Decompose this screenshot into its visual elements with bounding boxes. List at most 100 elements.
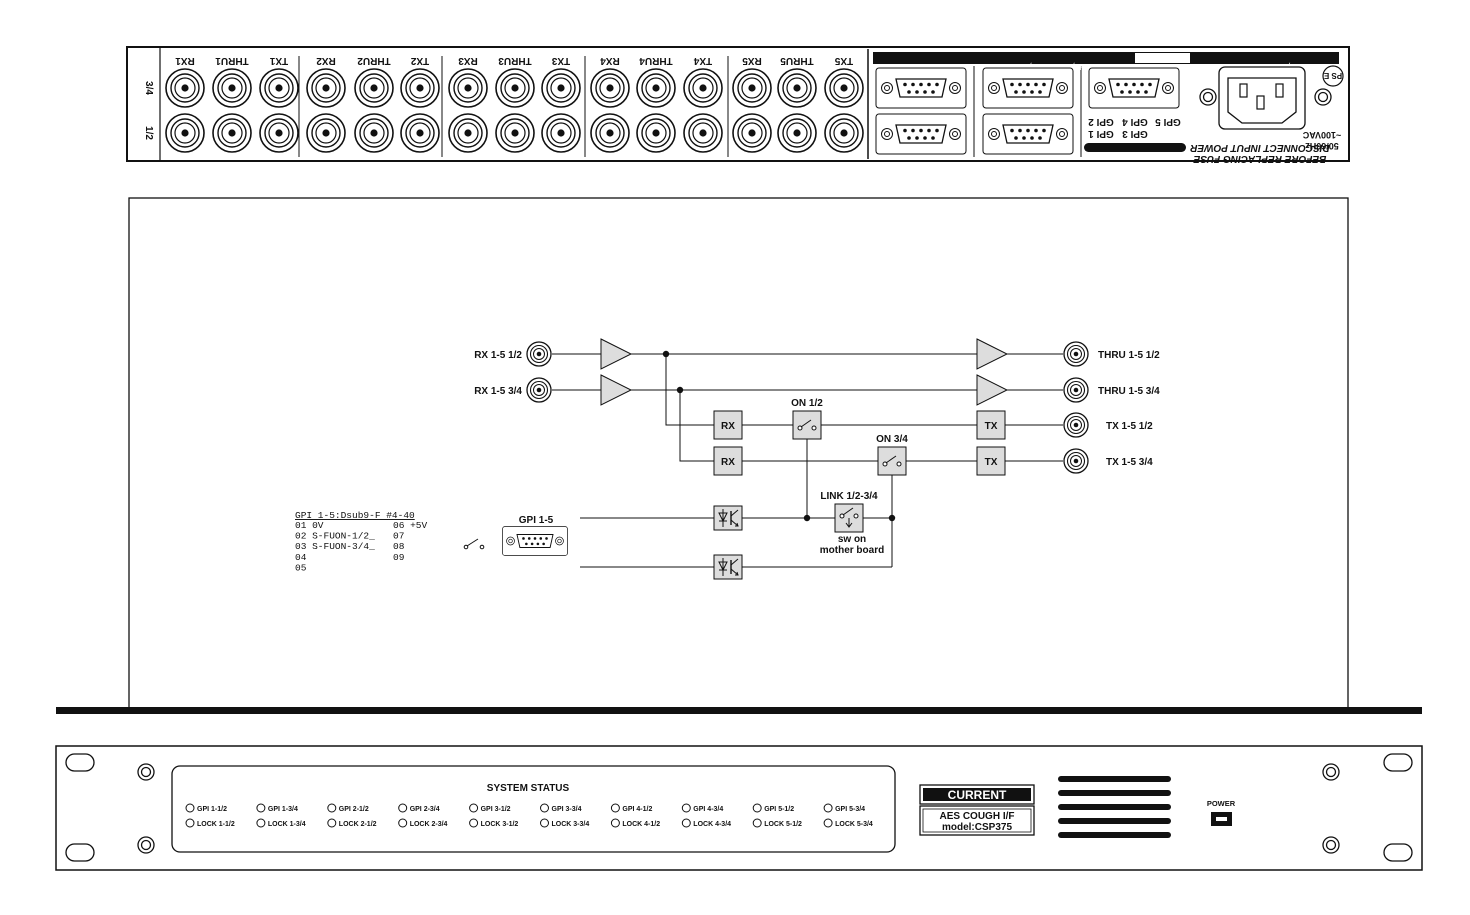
status-led-gpi-3-1-2: [469, 803, 479, 813]
status-led-gpi-5-3-4: [823, 803, 833, 813]
tx-box-label: TX: [985, 457, 998, 468]
bnc-connector-tx2-row2[interactable]: [400, 113, 440, 153]
status-led-label: GPI 2-3/4: [410, 806, 440, 813]
output-label-tx-1-2: TX 1-5 1/2: [1106, 421, 1153, 432]
status-led-lock-5-3-4: [823, 818, 833, 828]
pinout-row-right: 09: [393, 552, 405, 563]
pinout-title: GPI 1-5:Dsub9-F #4-40: [295, 510, 415, 521]
bnc-connector-rx4-row1[interactable]: [590, 68, 630, 108]
bnc-connector-thru4-row2[interactable]: [636, 113, 676, 153]
power-indicator-lamp: [1216, 817, 1227, 821]
bnc-connector-tx4-row2[interactable]: [683, 113, 723, 153]
status-led-lock-5-1-2: [752, 818, 762, 828]
status-led-label: LOCK 1-3/4: [268, 821, 306, 828]
bnc-connector-thru5-row1[interactable]: [777, 68, 817, 108]
bnc-connector-thru2-row2[interactable]: [354, 113, 394, 153]
ps-mark-text: PS E: [1323, 71, 1342, 80]
gpi-label-4: GPI 4: [1122, 116, 1148, 127]
bnc-connector-thru5-row2[interactable]: [777, 113, 817, 153]
rear-port-label: TX2: [410, 55, 429, 66]
gpi-connector-2[interactable]: [875, 67, 967, 109]
tx-output-1-2-connector[interactable]: [1063, 412, 1089, 438]
status-led-lock-2-1-2: [327, 818, 337, 828]
gpi-label-5: GPI 5: [1155, 116, 1181, 127]
divider-bar: [56, 707, 1422, 714]
gpi-connector-1[interactable]: [875, 113, 967, 155]
bnc-connector-thru1-row2[interactable]: [212, 113, 252, 153]
signal-wires: [552, 353, 1063, 568]
bnc-connector-tx1-row2[interactable]: [259, 113, 299, 153]
switch-on-1-2: [792, 410, 822, 440]
status-led-label: GPI 3-1/2: [481, 806, 511, 813]
tx-output-3-4-connector[interactable]: [1063, 448, 1089, 474]
input-buffer-3-4: [600, 374, 633, 406]
inlet-screw-left: [1199, 88, 1217, 106]
rear-port-label: TX3: [551, 55, 570, 66]
bnc-connector-rx2-row1[interactable]: [306, 68, 346, 108]
input-label-1-2: RX 1-5 1/2: [474, 350, 522, 361]
rear-port-label: RX1: [175, 55, 195, 66]
gpi-connector-3[interactable]: [982, 113, 1074, 155]
ac-inlet[interactable]: [1218, 66, 1306, 130]
bnc-connector-thru2-row1[interactable]: [354, 68, 394, 108]
pinout-row-left: 03 S-FUON-3/4_: [295, 541, 375, 552]
bnc-connector-thru1-row1[interactable]: [212, 68, 252, 108]
thru-output-3-4-connector[interactable]: [1063, 377, 1089, 403]
switch-label-link: LINK 1/2-3/4: [820, 491, 878, 502]
bnc-connector-rx1-row1[interactable]: [165, 68, 205, 108]
bnc-connector-tx4-row1[interactable]: [683, 68, 723, 108]
gpi-label-3: GPI 3: [1122, 128, 1148, 139]
rack-ear-slot: [65, 753, 95, 772]
status-led-lock-2-3-4: [398, 818, 408, 828]
rear-row-label: 1/2: [143, 126, 154, 140]
output-label-thru-3-4: THRU 1-5 3/4: [1098, 386, 1160, 397]
bnc-connector-rx3-row2[interactable]: [448, 113, 488, 153]
rear-row-labels: 3/41/2: [143, 81, 154, 140]
status-led-label: GPI 1-3/4: [268, 806, 298, 813]
bnc-connector-thru3-row2[interactable]: [495, 113, 535, 153]
bnc-connector-tx2-row1[interactable]: [400, 68, 440, 108]
status-led-lock-1-3-4: [256, 818, 266, 828]
block-diagram: RX RX TX TX ON 1/2 ON 3/4: [128, 197, 1349, 711]
bnc-connector-tx1-row1[interactable]: [259, 68, 299, 108]
status-led-label: GPI 1-1/2: [197, 806, 227, 813]
rack-ear-slot: [65, 843, 95, 862]
rack-screw: [1322, 836, 1340, 854]
optocoupler-1-2: [713, 505, 743, 531]
status-led-label: LOCK 1-1/2: [197, 821, 235, 828]
bnc-connector-rx3-row1[interactable]: [448, 68, 488, 108]
status-led-gpi-3-3-4: [540, 803, 549, 813]
serial-number-box: [1135, 53, 1190, 63]
inlet-screw-right: [1314, 88, 1332, 106]
bnc-connector-thru4-row1[interactable]: [636, 68, 676, 108]
output-label-thru-1-2: THRU 1-5 1/2: [1098, 350, 1160, 361]
thru-buffer-1-2: [976, 338, 1009, 370]
bnc-connector-rx5-row2[interactable]: [732, 113, 772, 153]
bnc-connector-tx3-row2[interactable]: [541, 113, 581, 153]
rear-spec-text: 100VAC 50/60Hz, MAX=10W, FUSE=500mA MADE…: [911, 62, 1137, 71]
gpi-1-5-connector[interactable]: [502, 526, 568, 556]
rx-input-1-2-connector[interactable]: [526, 341, 552, 367]
gpi-connector-5[interactable]: [1088, 67, 1180, 109]
bnc-connector-rx1-row2[interactable]: [165, 113, 205, 153]
pinout-row-right: 08: [393, 541, 405, 552]
bnc-connector-tx5-row1[interactable]: [824, 68, 864, 108]
rear-port-label: THRU5: [780, 55, 814, 66]
thru-output-1-2-connector[interactable]: [1063, 341, 1089, 367]
switch-link: [834, 503, 864, 533]
bnc-connector-rx2-row2[interactable]: [306, 113, 346, 153]
bnc-connector-tx3-row1[interactable]: [541, 68, 581, 108]
bnc-connector-thru3-row1[interactable]: [495, 68, 535, 108]
rear-port-label: TX1: [269, 55, 288, 66]
rear-port-label: RX3: [458, 55, 478, 66]
status-led-gpi-1-3-4: [256, 803, 266, 813]
gpi-connector-4[interactable]: [982, 67, 1074, 109]
bnc-connector-rx5-row1[interactable]: [732, 68, 772, 108]
rx-input-3-4-connector[interactable]: [526, 377, 552, 403]
bnc-connector-tx5-row2[interactable]: [824, 113, 864, 153]
status-led-label: GPI 5-3/4: [835, 806, 865, 813]
bnc-connector-rx4-row2[interactable]: [590, 113, 630, 153]
rack-screw: [1322, 763, 1340, 781]
